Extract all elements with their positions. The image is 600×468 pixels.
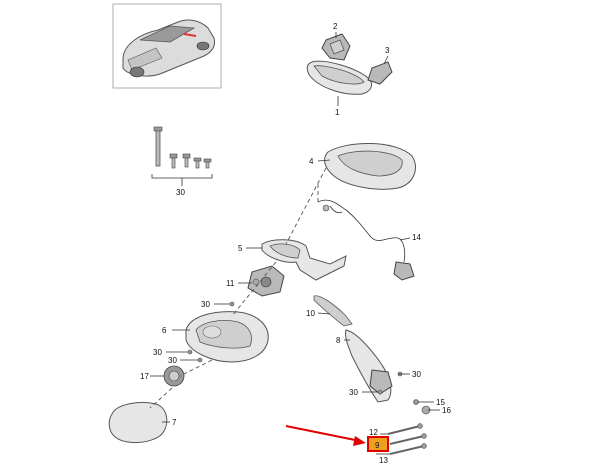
label-part-6: 6 <box>162 326 167 335</box>
screw-icon <box>197 357 203 363</box>
label-part-30-a: 30 <box>201 300 210 309</box>
label-part-12: 12 <box>369 428 378 437</box>
label-part-3: 3 <box>385 46 390 55</box>
label-part-30-e: 30 <box>349 388 358 397</box>
highlight-box <box>367 436 389 452</box>
part-10-strip <box>313 295 353 327</box>
label-part-8: 8 <box>336 336 341 345</box>
leader-lines <box>150 32 440 455</box>
pin-parts <box>387 423 427 455</box>
part-8-mirror-arm <box>345 329 393 403</box>
screw-icon <box>229 301 235 307</box>
label-part-7: 7 <box>172 418 177 427</box>
label-part-1: 1 <box>335 108 340 117</box>
label-part-13: 13 <box>379 456 388 465</box>
car-thumbnail-icon <box>122 19 215 78</box>
part-14-wiring-harness <box>317 199 415 281</box>
assembly-lines <box>149 167 327 409</box>
part-labels: 2 3 1 30 4 5 14 11 30 10 6 8 30 30 17 30… <box>140 22 451 465</box>
highlighted-part-9[interactable]: 9 <box>367 436 389 452</box>
part-5-base-plate <box>261 239 347 281</box>
part-3-cover <box>367 61 393 85</box>
part-11-motor <box>247 265 285 297</box>
car-thumbnail <box>112 3 222 89</box>
label-part-2: 2 <box>333 22 338 31</box>
label-part-9: 9 <box>375 441 380 450</box>
part-7-mirror-glass <box>108 401 168 443</box>
label-part-10: 10 <box>306 309 315 318</box>
screw-icon <box>187 349 193 355</box>
label-part-30-bolts: 30 <box>176 188 185 197</box>
label-part-5: 5 <box>238 244 243 253</box>
label-part-17: 17 <box>140 372 149 381</box>
part-30-bolt-set <box>151 126 213 186</box>
red-arrow-icon <box>285 425 366 446</box>
part-6-mirror-housing <box>185 311 269 363</box>
label-part-11: 11 <box>226 279 235 288</box>
screw-icon <box>413 399 419 405</box>
label-part-30-d: 30 <box>412 370 421 379</box>
label-part-4: 4 <box>309 157 314 166</box>
label-part-30-b: 30 <box>153 348 162 357</box>
part-4-mirror-cap <box>324 143 416 190</box>
part-17-actuator <box>163 365 185 387</box>
car-thumbnail-frame <box>112 3 222 89</box>
part-1-mirror-trim <box>306 60 373 95</box>
part-2-bracket <box>321 33 351 61</box>
label-part-30-c: 30 <box>168 356 177 365</box>
label-part-15: 15 <box>436 398 445 407</box>
label-part-16: 16 <box>442 406 451 415</box>
screw-icon <box>377 389 383 395</box>
label-part-14: 14 <box>412 233 421 242</box>
